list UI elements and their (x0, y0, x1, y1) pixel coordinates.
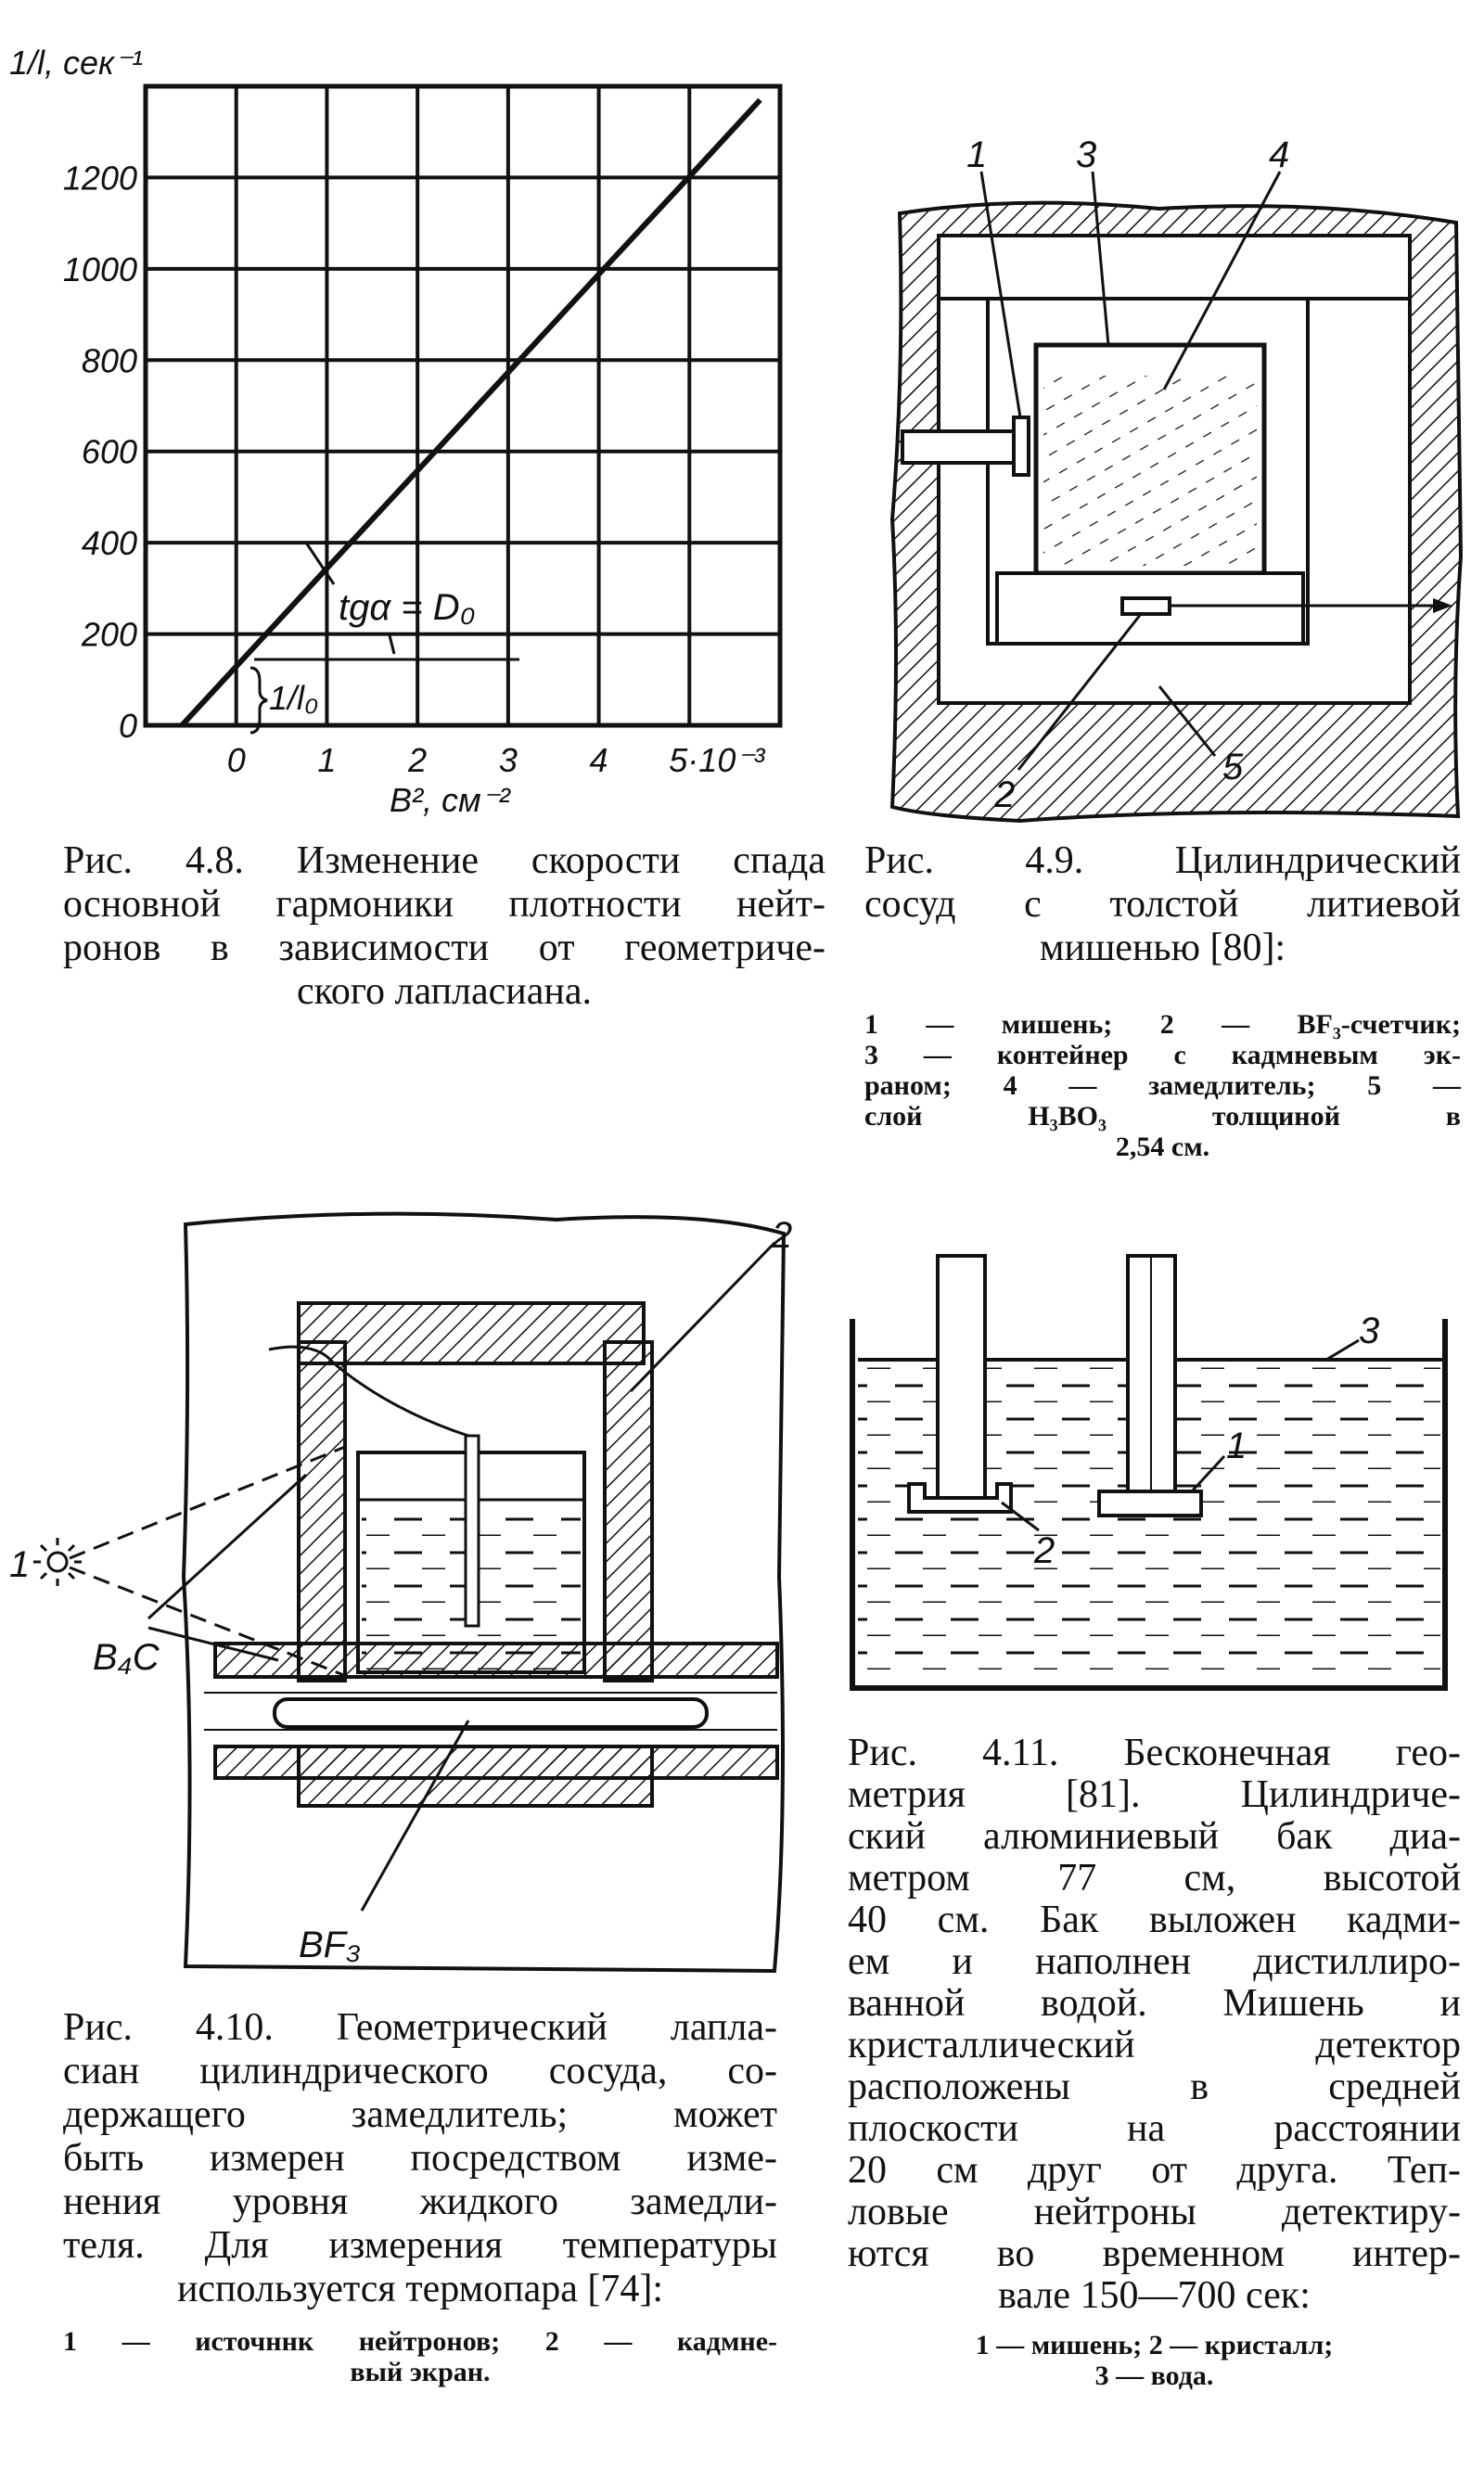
legend-line: 1 — мишень; 2 — кристалл; (975, 2330, 1334, 2360)
y-tick-label: 600 (82, 433, 137, 471)
moderator-4 (1043, 376, 1257, 566)
caption-line: ловые нейтроны детектиру- (848, 2191, 1461, 2233)
label-3: 3 (1359, 1311, 1379, 1351)
x-tick-label: 0 (227, 741, 246, 779)
legend-line: 3 — вода. (1094, 2360, 1214, 2391)
caption-line: Рис. 4.10. Геометрический лапла- (63, 2006, 777, 2049)
caption-line: расположены в средней (848, 2066, 1461, 2108)
thermocouple (464, 1434, 480, 1628)
legend-fig-4-9: 1 — мишень; 2 — BF₃-счетчик; 3 — контейн… (864, 1009, 1461, 1162)
y-tick-label: 1000 (63, 250, 137, 288)
y-tick-label: 0 (119, 707, 137, 745)
target-1 (1097, 1490, 1203, 1517)
x-tick-label: 4 (590, 741, 608, 779)
caption-fig-4-10: Рис. 4.10. Геометрический лапла- сиан ци… (63, 2006, 777, 2311)
legend-line: 3 — контейнер с кадмневым эк- (864, 1040, 1461, 1070)
legend-line: вый экран. (350, 2357, 491, 2387)
legend-line: раном; 4 — замедлитель; 5 — (864, 1070, 1461, 1101)
annotation-slope: tgα = D₀ (339, 587, 476, 628)
legend-line: 2,54 см. (1115, 1132, 1210, 1162)
x-tick-label: 1 (317, 741, 336, 779)
caption-line: ем и наполнен дистиллиро- (848, 1940, 1461, 1983)
caption-line: 40 см. Бак выложен кадми- (848, 1899, 1461, 1941)
legend-line: 1 — источннк нейтронов; 2 — кадмне- (63, 2326, 777, 2357)
caption-line: теля. Для измерения температуры (63, 2224, 777, 2267)
caption-line: метром 77 см, высотой (848, 1857, 1461, 1900)
caption-fig-4-8: Рис. 4.8. Изменение скорости спада основ… (63, 839, 825, 1014)
x-tick-label: 3 (499, 741, 518, 779)
caption-line: кристаллический детектор (848, 2024, 1461, 2066)
caption-line: 20 см друг от друга. Теп- (848, 2149, 1461, 2192)
label-screen-2: 2 (771, 1215, 792, 1256)
label-1: 1 (966, 134, 987, 175)
caption-line: нения уровня жидкого замедли- (63, 2181, 777, 2223)
y-tick-label: 400 (82, 524, 137, 562)
y-tick-label: 1200 (63, 159, 137, 197)
cadmium-screen (603, 1340, 654, 1682)
annotation-marks (249, 542, 519, 735)
caption-line: держащего замедлитель; может (63, 2093, 777, 2136)
caption-line: сиан цилиндрического сосуда, со- (63, 2050, 777, 2092)
caption-line: ются во временном интер- (848, 2232, 1461, 2275)
label-2: 2 (993, 774, 1015, 815)
label-3: 3 (1076, 134, 1096, 175)
caption-line: ванной водой. Мишень и (848, 1982, 1461, 2025)
y-tick-label: 200 (81, 616, 137, 654)
caption-line: мишенью [80]: (1039, 927, 1286, 969)
legend-fig-4-11: 1 — мишень; 2 — кристалл; 3 — вода. (848, 2330, 1461, 2391)
x-tick-label: 2 (407, 741, 427, 779)
caption-line: быть измерен посредством изме- (63, 2137, 777, 2180)
caption-line: Рис. 4.11. Бесконечная гео- (848, 1732, 1461, 1774)
top-cadmium-cover (297, 1301, 646, 1365)
y-tick-label: 800 (82, 341, 137, 379)
caption-fig-4-9: Рис. 4.9. Цилиндрический сосуд с толстой… (864, 839, 1461, 970)
chart-area: 0 1 2 3 4 5·10⁻³ 0 200 400 600 800 1000 1200 (63, 83, 783, 779)
caption-line: метрия [81]. Цилиндриче- (848, 1773, 1461, 1816)
caption-line: используется термопара [74]: (176, 2268, 664, 2310)
series-line (179, 97, 762, 728)
caption-line: ского лапласиана. (296, 970, 593, 1013)
caption-line: сосуд с толстой литиевой (864, 883, 1461, 926)
bf3-counter (273, 1697, 709, 1729)
label-2: 2 (1033, 1530, 1055, 1571)
tank (850, 1319, 1448, 1691)
legend-fig-4-10: 1 — источннк нейтронов; 2 — кадмне- вый … (63, 2326, 777, 2387)
arrow-icon (1433, 598, 1452, 613)
caption-line: Рис. 4.9. Цилиндрический (864, 839, 1461, 882)
label-5: 5 (1222, 747, 1244, 787)
caption-line: Рис. 4.8. Изменение скорости спада (63, 839, 825, 882)
legend-line: 1 — мишень; 2 — BF₃-счетчик; (864, 1009, 1461, 1040)
y-axis-label: 1/l, сек⁻¹ (9, 44, 143, 82)
caption-fig-4-11: Рис. 4.11. Бесконечная гео- метрия [81].… (848, 1733, 1461, 2317)
legend-line: слой H₃BO₃ толщиной в (864, 1101, 1461, 1132)
label-4: 4 (1269, 134, 1289, 175)
x-tick-label: 5·10⁻³ (669, 741, 765, 779)
x-axis-label: B², см⁻² (390, 781, 512, 819)
label-source-1: 1 (9, 1544, 30, 1585)
caption-line: вале 150—700 сек: (998, 2274, 1311, 2317)
neutron-source-icon (33, 1538, 82, 1586)
caption-line: ский алюминиевый бак диа- (848, 1815, 1461, 1858)
label-b4c: B₄C (93, 1637, 160, 1678)
caption-line: плоскости на расстоянии (848, 2107, 1461, 2150)
crystal-2 (907, 1482, 1013, 1514)
caption-line: основной гармоники плотности нейт- (63, 883, 825, 926)
label-1: 1 (1226, 1426, 1247, 1466)
annotation-intercept: 1/l₀ (269, 679, 318, 717)
outer-shield (181, 1211, 787, 1974)
caption-line: ронов в зависимости от геометриче- (63, 927, 825, 969)
label-bf3: BF₃ (299, 1925, 361, 1965)
